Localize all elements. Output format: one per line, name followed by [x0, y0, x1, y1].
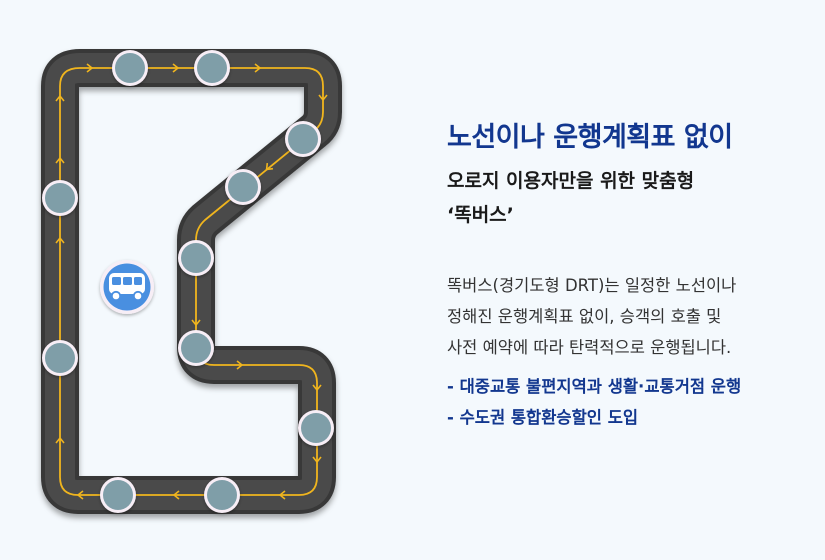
arrow-icon	[236, 360, 244, 370]
arrow-icon	[86, 63, 94, 73]
arrow-icon	[265, 162, 274, 171]
bus-stop	[42, 180, 78, 216]
subhead-line: 오로지 이용자만을 위한 맞춤형	[447, 170, 695, 192]
bus-stop	[194, 50, 230, 86]
bus-stop	[100, 477, 136, 513]
description: 똑버스(경기도형 DRT)는 일정한 노선이나 정해진 운행계획표 없이, 승객…	[447, 270, 825, 363]
bus-stop	[178, 240, 214, 276]
description-line: 사전 예약에 따라 탄력적으로 운행됩니다.	[447, 338, 732, 357]
arrow-icon	[312, 456, 322, 464]
arrow-icon	[55, 94, 65, 102]
headline: 노선이나 운행계획표 없이	[447, 122, 733, 153]
arrow-icon	[278, 490, 286, 500]
bus-icon	[109, 273, 145, 302]
bus-stop	[112, 50, 148, 86]
arrow-icon	[254, 63, 262, 73]
arrow-icon	[55, 156, 65, 164]
feature-list: - 대중교통 불편지역과 생활·교통거점 운행 - 수도권 통합환승할인 도입	[447, 371, 825, 433]
arrow-icon	[172, 490, 180, 500]
feature-item: - 수도권 통합환승할인 도입	[447, 408, 639, 427]
arrow-icon	[55, 436, 65, 444]
bus-stop	[225, 169, 261, 205]
arrow-icon	[55, 236, 65, 244]
arrow-icon	[191, 319, 201, 327]
bus-stop	[178, 330, 214, 366]
arrow-icon	[312, 384, 322, 392]
description-line: 똑버스(경기도형 DRT)는 일정한 노선이나	[447, 276, 737, 295]
bus-stop	[285, 121, 321, 157]
arrow-icon	[76, 490, 84, 500]
route-diagram	[41, 49, 342, 514]
bus-stop	[204, 477, 240, 513]
bus-stops	[42, 50, 334, 513]
text-panel: 노선이나 운행계획표 없이 오로지 이용자만을 위한 맞춤형 ‘똑버스’ 똑버스…	[447, 120, 825, 433]
subhead: 오로지 이용자만을 위한 맞춤형 ‘똑버스’	[447, 164, 825, 232]
subhead-line: ‘똑버스’	[447, 204, 514, 226]
arrow-icon	[172, 63, 180, 73]
feature-item: - 대중교통 불편지역과 생활·교통거점 운행	[447, 377, 742, 396]
arrow-icon	[318, 94, 328, 102]
bus-stop	[42, 340, 78, 376]
description-line: 정해진 운행계획표 없이, 승객의 호출 및	[447, 307, 722, 326]
lane-line	[59, 67, 324, 496]
bus-stop	[298, 410, 334, 446]
